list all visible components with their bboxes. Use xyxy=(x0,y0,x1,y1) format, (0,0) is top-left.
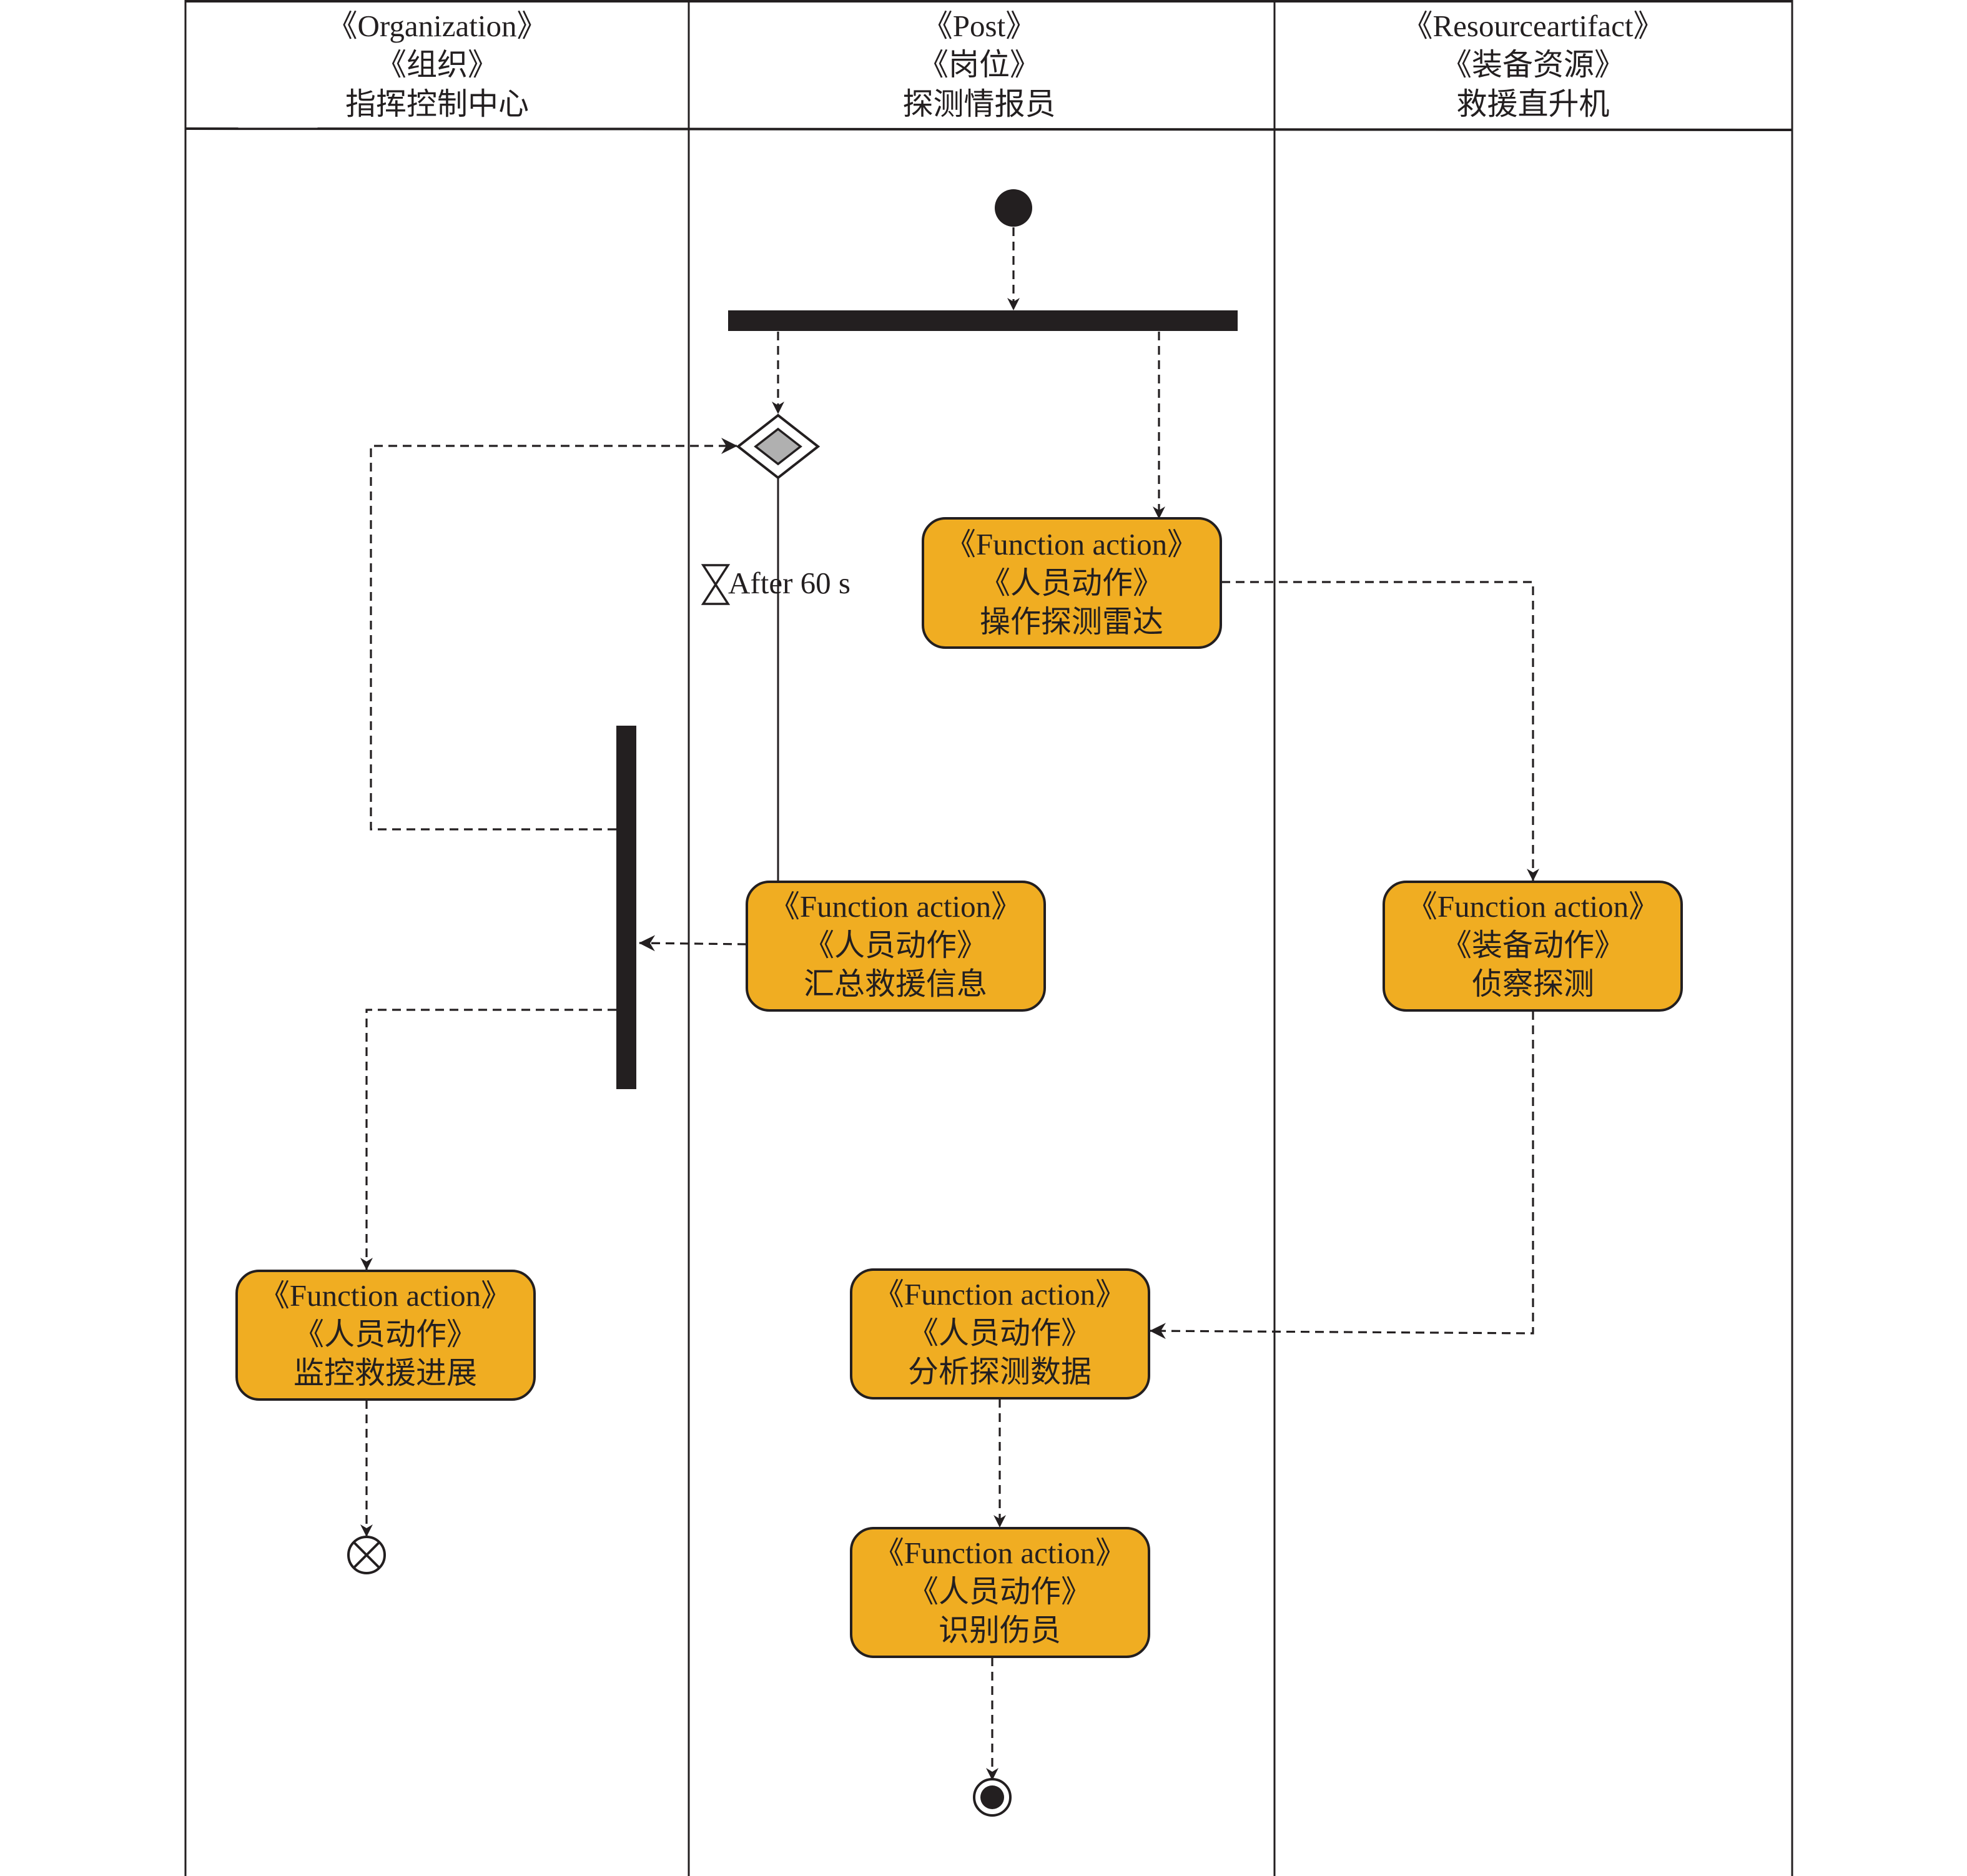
action-stereotype-cn: 《人员动作》 xyxy=(908,1316,1092,1350)
flow-radar-to-recon xyxy=(1221,581,1539,881)
lane-name: 探测情报员 xyxy=(902,87,1055,121)
flow-summarize-to-join xyxy=(639,935,747,952)
action-analyze-data[interactable]: 《Function action》 《人员动作》 分析探测数据 xyxy=(850,1268,1150,1400)
action-recon-detect[interactable]: 《Function action》 《装备动作》 侦察探测 xyxy=(1383,881,1683,1012)
action-summarize-rescue-info[interactable]: 《Function action》 《人员动作》 汇总救援信息 xyxy=(746,881,1046,1012)
flow-recon-to-analyze xyxy=(1150,1011,1534,1340)
lane-name: 指挥控制中心 xyxy=(345,87,529,121)
action-stereotype-en: 《Function action》 xyxy=(259,1278,511,1313)
action-stereotype-cn: 《装备动作》 xyxy=(1441,928,1625,962)
lane-name: 救援直升机 xyxy=(1456,87,1609,121)
action-stereotype-cn: 《人员动作》 xyxy=(980,566,1163,600)
action-operate-radar[interactable]: 《Function action》 《人员动作》 操作探测雷达 xyxy=(922,517,1222,649)
timer-event: After 60 s xyxy=(701,564,850,605)
action-identify-casualties[interactable]: 《Function action》 《人员动作》 识别伤员 xyxy=(850,1527,1150,1658)
fork-bar[interactable] xyxy=(728,310,1238,331)
flow-final-node[interactable] xyxy=(347,1536,386,1574)
action-name: 汇总救援信息 xyxy=(804,967,987,1001)
lane-stereotype-en: 《Organization》 xyxy=(327,9,548,43)
action-name: 识别伤员 xyxy=(939,1613,1061,1647)
fork-join-bar[interactable] xyxy=(616,726,636,1089)
action-stereotype-en: 《Function action》 xyxy=(769,889,1022,924)
lane-stereotype-cn: 《组织》 xyxy=(376,47,498,82)
lane-stereotype-en: 《Resourceartifact》 xyxy=(1402,9,1664,43)
activity-final-node[interactable] xyxy=(973,1778,1012,1817)
action-stereotype-cn: 《人员动作》 xyxy=(804,928,987,962)
merge-decision-node[interactable] xyxy=(736,413,821,480)
action-name: 侦察探测 xyxy=(1472,967,1594,1001)
action-name: 监控救援进展 xyxy=(293,1356,477,1390)
lane-header-post: 《Post》 《岗位》 探测情报员 xyxy=(902,9,1055,121)
action-stereotype-en: 《Function action》 xyxy=(874,1536,1126,1570)
lane-stereotype-en: 《Post》 xyxy=(922,9,1036,43)
lane-stereotype-cn: 《装备资源》 xyxy=(1441,47,1625,82)
initial-node[interactable] xyxy=(995,189,1032,227)
action-stereotype-en: 《Function action》 xyxy=(1407,889,1659,924)
flow-join-to-monitor xyxy=(360,1009,616,1270)
action-stereotype-en: 《Function action》 xyxy=(945,527,1198,561)
lane-stereotype-cn: 《岗位》 xyxy=(918,47,1040,82)
action-name: 分析探测数据 xyxy=(908,1355,1092,1389)
action-name: 操作探测雷达 xyxy=(980,605,1163,639)
hourglass-icon xyxy=(701,564,731,605)
swimlane-frame xyxy=(184,0,1793,1876)
lane-header-resource: 《Resourceartifact》 《装备资源》 救援直升机 xyxy=(1402,9,1664,121)
action-stereotype-cn: 《人员动作》 xyxy=(293,1317,477,1351)
action-monitor-rescue[interactable]: 《Function action》 《人员动作》 监控救援进展 xyxy=(235,1270,536,1401)
action-stereotype-en: 《Function action》 xyxy=(874,1277,1126,1311)
header-bottom-border xyxy=(185,127,1793,131)
flow-loop-to-decision xyxy=(370,438,737,831)
action-stereotype-cn: 《人员动作》 xyxy=(908,1574,1092,1609)
timer-label: After 60 s xyxy=(728,566,850,600)
lane-header-organization: 《Organization》 《组织》 指挥控制中心 xyxy=(327,9,548,121)
